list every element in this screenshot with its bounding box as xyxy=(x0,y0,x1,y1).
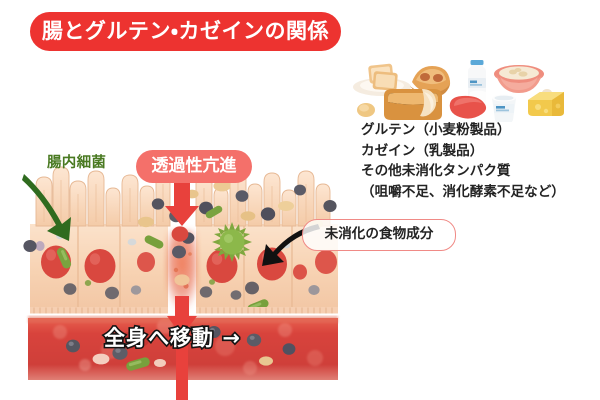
cheese-block-icon xyxy=(528,92,564,116)
food-illustration-group xyxy=(344,52,594,122)
leaky-gap xyxy=(166,226,198,314)
page-title-banner: 腸とグルテン・カゼインの関係 xyxy=(30,12,341,51)
permeability-badge-label: 透過性亢進 xyxy=(151,156,237,176)
virus-particle xyxy=(212,222,252,262)
undigested-food-pill: 未消化の食物成分 xyxy=(302,219,456,251)
blood-particles xyxy=(66,326,296,371)
cookie-icon xyxy=(357,103,375,117)
page-title: 腸とグルテン・カゼインの関係 xyxy=(41,19,330,43)
info-line-2: カゼイン（乳製品） xyxy=(361,142,484,159)
gut-flora-label: 腸内細菌 xyxy=(47,155,107,171)
intestinal-wall-diagram xyxy=(0,150,360,400)
systemic-arrow xyxy=(167,296,197,400)
undigested-pointer-arrow xyxy=(262,224,320,266)
bread-loaf-icon xyxy=(384,89,442,120)
info-line-3: その他未消化タンパク質 xyxy=(361,163,511,180)
info-line-4: （咀嚼不足、消化酵素不足など） xyxy=(361,183,565,200)
permeability-arrow xyxy=(165,180,199,226)
gut-flora-arrow xyxy=(22,174,71,241)
ingredient-info-text: グルテン（小麦粉製品） カゼイン（乳製品） その他未消化タンパク質 （咀嚼不足、… xyxy=(361,120,597,203)
yogurt-cup-icon xyxy=(492,94,516,122)
info-line-1: グルテン（小麦粉製品） xyxy=(361,122,511,138)
villi-layer xyxy=(35,166,331,227)
permeability-badge: 透過性亢進 xyxy=(136,150,252,183)
undigested-food-label: 未消化の食物成分 xyxy=(324,226,434,243)
ham-meat-icon xyxy=(449,95,487,119)
soup-bowl-icon xyxy=(494,65,552,97)
